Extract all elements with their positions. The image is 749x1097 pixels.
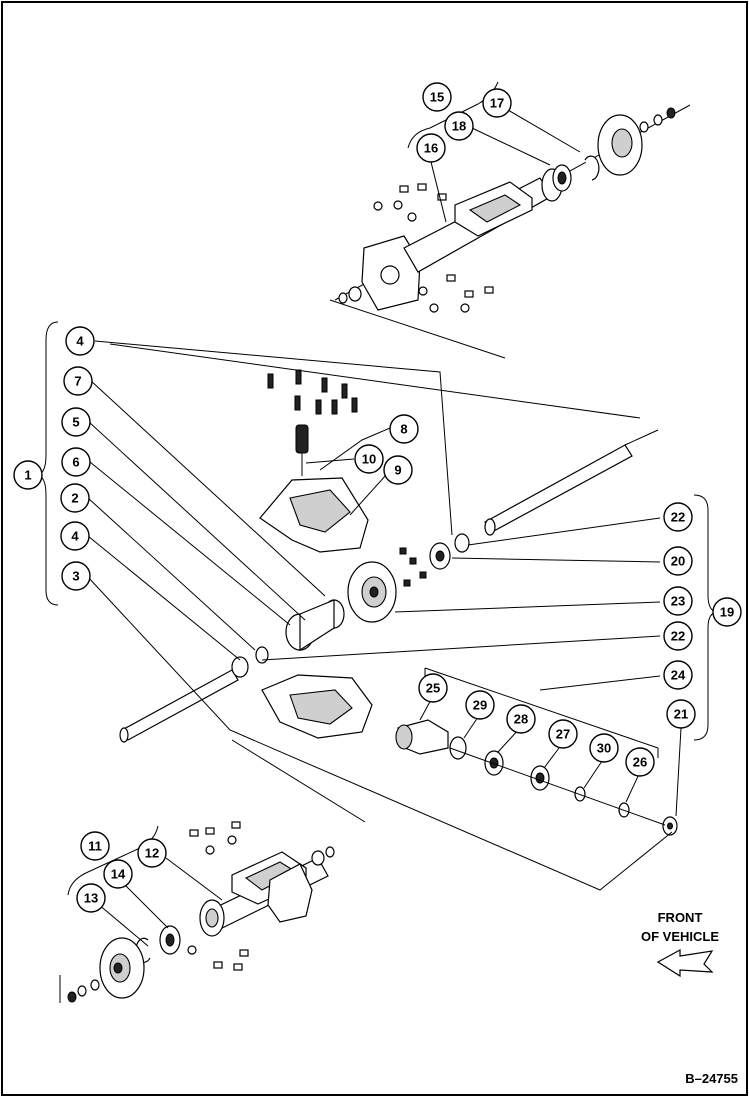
callout-22-lower: 22 bbox=[663, 621, 693, 651]
lower-axle-housing-assembly bbox=[59, 821, 335, 1003]
callout-5: 5 bbox=[61, 407, 91, 437]
callout-24: 24 bbox=[663, 660, 693, 690]
svg-text:26: 26 bbox=[633, 755, 647, 770]
callout-28: 28 bbox=[506, 704, 536, 734]
callout-14: 14 bbox=[103, 859, 133, 889]
svg-text:4: 4 bbox=[76, 334, 84, 349]
svg-text:12: 12 bbox=[145, 846, 159, 861]
svg-text:15: 15 bbox=[430, 90, 444, 105]
callout-10: 10 bbox=[354, 444, 384, 474]
callout-2: 2 bbox=[60, 483, 90, 513]
callout-18: 18 bbox=[444, 111, 474, 141]
callout-1: 1 bbox=[13, 460, 43, 490]
callout-22-upper: 22 bbox=[663, 502, 693, 532]
svg-text:9: 9 bbox=[394, 463, 401, 478]
callout-4-upper: 4 bbox=[65, 326, 95, 356]
svg-text:7: 7 bbox=[74, 374, 81, 389]
svg-text:22: 22 bbox=[671, 629, 685, 644]
svg-text:5: 5 bbox=[72, 415, 79, 430]
callout-3: 3 bbox=[61, 561, 91, 591]
callout-16: 16 bbox=[416, 133, 446, 163]
svg-text:20: 20 bbox=[671, 554, 685, 569]
svg-text:1: 1 bbox=[24, 468, 31, 483]
svg-text:21: 21 bbox=[674, 707, 688, 722]
svg-text:16: 16 bbox=[424, 141, 438, 156]
svg-text:10: 10 bbox=[362, 452, 376, 467]
callout-9: 9 bbox=[383, 455, 413, 485]
callout-19: 19 bbox=[712, 597, 742, 627]
callout-6: 6 bbox=[61, 447, 91, 477]
svg-text:3: 3 bbox=[72, 569, 79, 584]
callout-25: 25 bbox=[418, 673, 448, 703]
svg-text:29: 29 bbox=[473, 698, 487, 713]
upper-axle-housing-assembly bbox=[329, 81, 691, 359]
front-label-line2: OF VEHICLE bbox=[641, 929, 719, 944]
svg-text:19: 19 bbox=[720, 605, 734, 620]
callout-4-lower: 4 bbox=[60, 521, 90, 551]
front-of-vehicle-indicator: FRONT OF VEHICLE bbox=[641, 910, 719, 978]
svg-text:14: 14 bbox=[111, 867, 126, 882]
callout-27: 27 bbox=[548, 719, 578, 749]
svg-text:25: 25 bbox=[426, 681, 440, 696]
svg-text:24: 24 bbox=[671, 668, 686, 683]
callout-17: 17 bbox=[482, 88, 512, 118]
callout-26: 26 bbox=[625, 747, 655, 777]
svg-text:8: 8 bbox=[400, 422, 407, 437]
callout-30: 30 bbox=[589, 733, 619, 763]
cover-bolts bbox=[267, 369, 358, 415]
svg-text:23: 23 bbox=[671, 594, 685, 609]
svg-text:30: 30 bbox=[597, 741, 611, 756]
differential-assembly bbox=[35, 321, 719, 891]
figure-id: B–24755 bbox=[685, 1071, 738, 1086]
front-arrow-icon bbox=[656, 948, 714, 978]
svg-text:11: 11 bbox=[88, 839, 102, 854]
callout-13: 13 bbox=[76, 883, 106, 913]
callout-21: 21 bbox=[666, 699, 696, 729]
callout-23: 23 bbox=[663, 586, 693, 616]
svg-text:28: 28 bbox=[514, 712, 528, 727]
callout-11: 11 bbox=[80, 831, 110, 861]
svg-text:4: 4 bbox=[71, 529, 79, 544]
svg-text:22: 22 bbox=[671, 510, 685, 525]
callout-bubbles: 15 17 18 16 4 7 5 6 1 2 4 3 8 10 9 22 20… bbox=[13, 82, 742, 913]
svg-text:18: 18 bbox=[452, 119, 466, 134]
callout-12: 12 bbox=[137, 838, 167, 868]
callout-20: 20 bbox=[663, 546, 693, 576]
callout-15: 15 bbox=[422, 82, 452, 112]
svg-text:6: 6 bbox=[72, 455, 79, 470]
svg-text:17: 17 bbox=[490, 96, 504, 111]
front-label-line1: FRONT bbox=[658, 910, 703, 925]
callout-7: 7 bbox=[63, 366, 93, 396]
callout-8: 8 bbox=[389, 414, 419, 444]
svg-text:13: 13 bbox=[84, 891, 98, 906]
svg-text:2: 2 bbox=[71, 491, 78, 506]
svg-text:27: 27 bbox=[556, 727, 570, 742]
callout-29: 29 bbox=[465, 690, 495, 720]
